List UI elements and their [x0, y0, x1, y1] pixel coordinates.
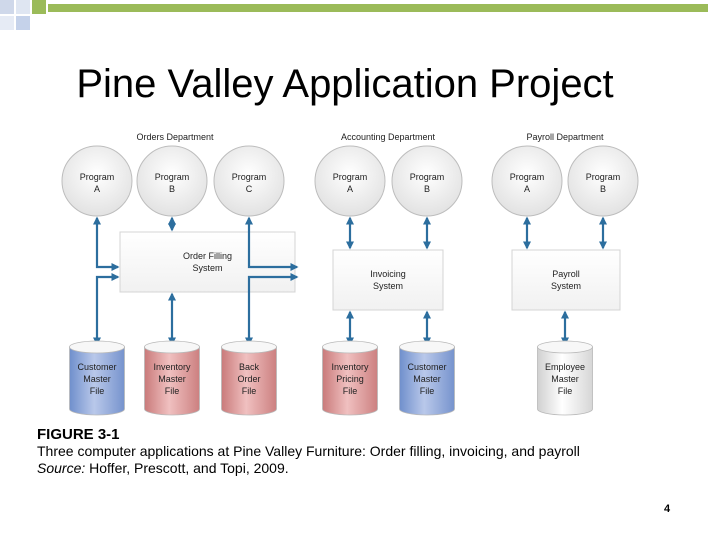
- system-label: Invoicing: [370, 269, 406, 279]
- program-label: A: [94, 184, 100, 194]
- page-number: 4: [664, 503, 671, 515]
- program-circle: [136, 145, 208, 217]
- slide-title: Pine Valley Application Project: [76, 62, 614, 106]
- file-label: File: [165, 386, 180, 396]
- file-label: File: [558, 386, 573, 396]
- program-label: Program: [410, 172, 445, 182]
- file-cylinder: [322, 346, 378, 416]
- file-label: Master: [413, 374, 441, 384]
- source-text: Hoffer, Prescott, and Topi, 2009.: [85, 460, 289, 476]
- file-label: Master: [83, 374, 111, 384]
- program-label: C: [246, 184, 253, 194]
- file-cylinder-top: [322, 340, 378, 354]
- system-box: [511, 249, 621, 311]
- system-label: System: [551, 281, 581, 291]
- program-circle: [61, 145, 133, 217]
- source-label: Source:: [37, 460, 86, 476]
- department-label: Payroll Department: [526, 132, 604, 142]
- connector-arrow: [93, 273, 120, 346]
- department-label: Orders Department: [136, 132, 214, 142]
- file-label: Pricing: [336, 374, 364, 384]
- department-label: Accounting Department: [341, 132, 436, 142]
- connector-arrow: [245, 216, 299, 271]
- program-circle: [491, 145, 563, 217]
- file-label: Customer: [407, 362, 446, 372]
- file-cylinder-top: [537, 340, 593, 354]
- program-label: A: [347, 184, 353, 194]
- file-label: File: [242, 386, 257, 396]
- file-cylinder-top: [399, 340, 455, 354]
- file-cylinder: [399, 346, 455, 416]
- figure-caption: FIGURE 3-1 Three computer applications a…: [37, 426, 697, 477]
- figure-label: FIGURE 3-1: [37, 426, 120, 443]
- program-label: Program: [80, 172, 115, 182]
- file-label: File: [343, 386, 358, 396]
- program-label: Program: [333, 172, 368, 182]
- system-label: Order Filling: [183, 251, 232, 261]
- connector-arrow: [93, 216, 120, 271]
- file-label: Customer: [77, 362, 116, 372]
- file-cylinder-top: [221, 340, 277, 354]
- file-cylinder-top: [69, 340, 125, 354]
- file-label: Employee: [545, 362, 585, 372]
- file-cylinder: [144, 346, 200, 416]
- figure-description: Three computer applications at Pine Vall…: [37, 443, 580, 459]
- file-cylinder: [221, 346, 277, 416]
- system-label: Payroll: [552, 269, 580, 279]
- file-label: Master: [551, 374, 579, 384]
- program-label: A: [524, 184, 530, 194]
- system-box: [119, 231, 296, 293]
- program-circle: [567, 145, 639, 217]
- file-label: Master: [158, 374, 186, 384]
- program-circle: [213, 145, 285, 217]
- file-label: File: [420, 386, 435, 396]
- file-cylinder-top: [144, 340, 200, 354]
- file-cylinder: [537, 346, 593, 416]
- program-circle: [391, 145, 463, 217]
- program-label: Program: [586, 172, 621, 182]
- figure-source: Source: Hoffer, Prescott, and Topi, 2009…: [37, 460, 697, 477]
- file-label: File: [90, 386, 105, 396]
- file-label: Inventory: [153, 362, 191, 372]
- program-label: Program: [232, 172, 267, 182]
- system-box: [332, 249, 444, 311]
- file-cylinder: [69, 346, 125, 416]
- connector-arrow: [245, 273, 299, 346]
- program-label: Program: [510, 172, 545, 182]
- program-label: B: [169, 184, 175, 194]
- system-label: System: [192, 263, 222, 273]
- corner-decoration: [0, 0, 708, 30]
- system-label: System: [373, 281, 403, 291]
- program-circle: [314, 145, 386, 217]
- file-label: Inventory: [331, 362, 369, 372]
- file-label: Order: [237, 374, 260, 384]
- file-label: Back: [239, 362, 260, 372]
- program-label: Program: [155, 172, 190, 182]
- program-label: B: [424, 184, 430, 194]
- program-label: B: [600, 184, 606, 194]
